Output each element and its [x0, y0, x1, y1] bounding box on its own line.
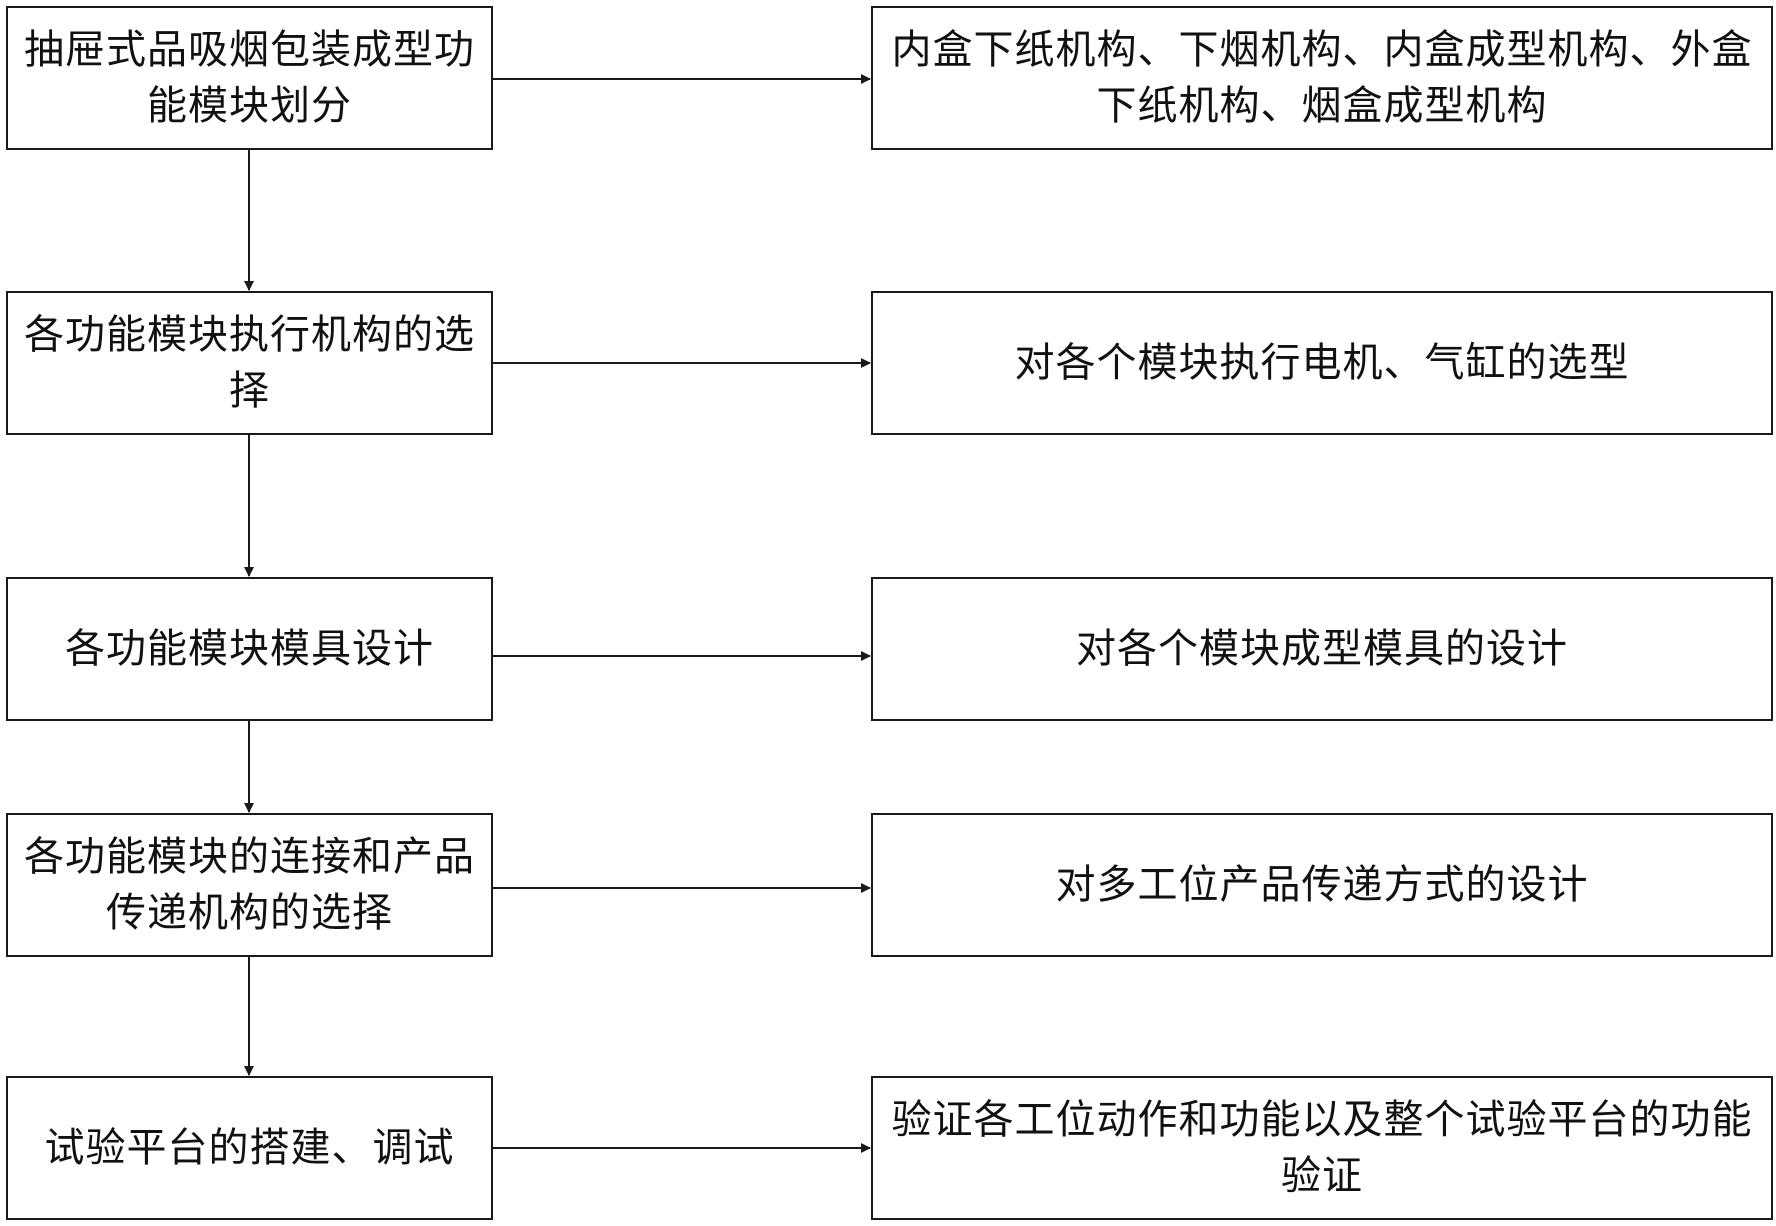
detail-3-label: 对各个模块成型模具的设计	[1076, 626, 1568, 672]
detail-4-box: 对多工位产品传递方式的设计	[871, 813, 1773, 957]
step-2-box: 各功能模块执行机构的选择	[6, 291, 493, 435]
detail-3-box: 对各个模块成型模具的设计	[871, 577, 1773, 721]
detail-2-box: 对各个模块执行电机、气缸的选型	[871, 291, 1773, 435]
detail-5-label: 验证各工位动作和功能以及整个试验平台的功能验证	[891, 1097, 1753, 1199]
step-2-label: 各功能模块执行机构的选择	[24, 312, 475, 414]
step-1-box: 抽屉式品吸烟包装成型功能模块划分	[6, 6, 493, 150]
step-3-box: 各功能模块模具设计	[6, 577, 493, 721]
step-3-label: 各功能模块模具设计	[65, 626, 434, 672]
step-1-label: 抽屉式品吸烟包装成型功能模块划分	[24, 27, 475, 129]
detail-4-label: 对多工位产品传递方式的设计	[1055, 862, 1589, 908]
detail-1-box: 内盒下纸机构、下烟机构、内盒成型机构、外盒下纸机构、烟盒成型机构	[871, 6, 1773, 150]
detail-1-label: 内盒下纸机构、下烟机构、内盒成型机构、外盒下纸机构、烟盒成型机构	[891, 27, 1753, 129]
step-5-label: 试验平台的搭建、调试	[44, 1125, 455, 1171]
detail-5-box: 验证各工位动作和功能以及整个试验平台的功能验证	[871, 1076, 1773, 1220]
detail-2-label: 对各个模块执行电机、气缸的选型	[1014, 340, 1630, 386]
step-4-box: 各功能模块的连接和产品传递机构的选择	[6, 813, 493, 957]
step-4-label: 各功能模块的连接和产品传递机构的选择	[24, 834, 475, 936]
step-5-box: 试验平台的搭建、调试	[6, 1076, 493, 1220]
